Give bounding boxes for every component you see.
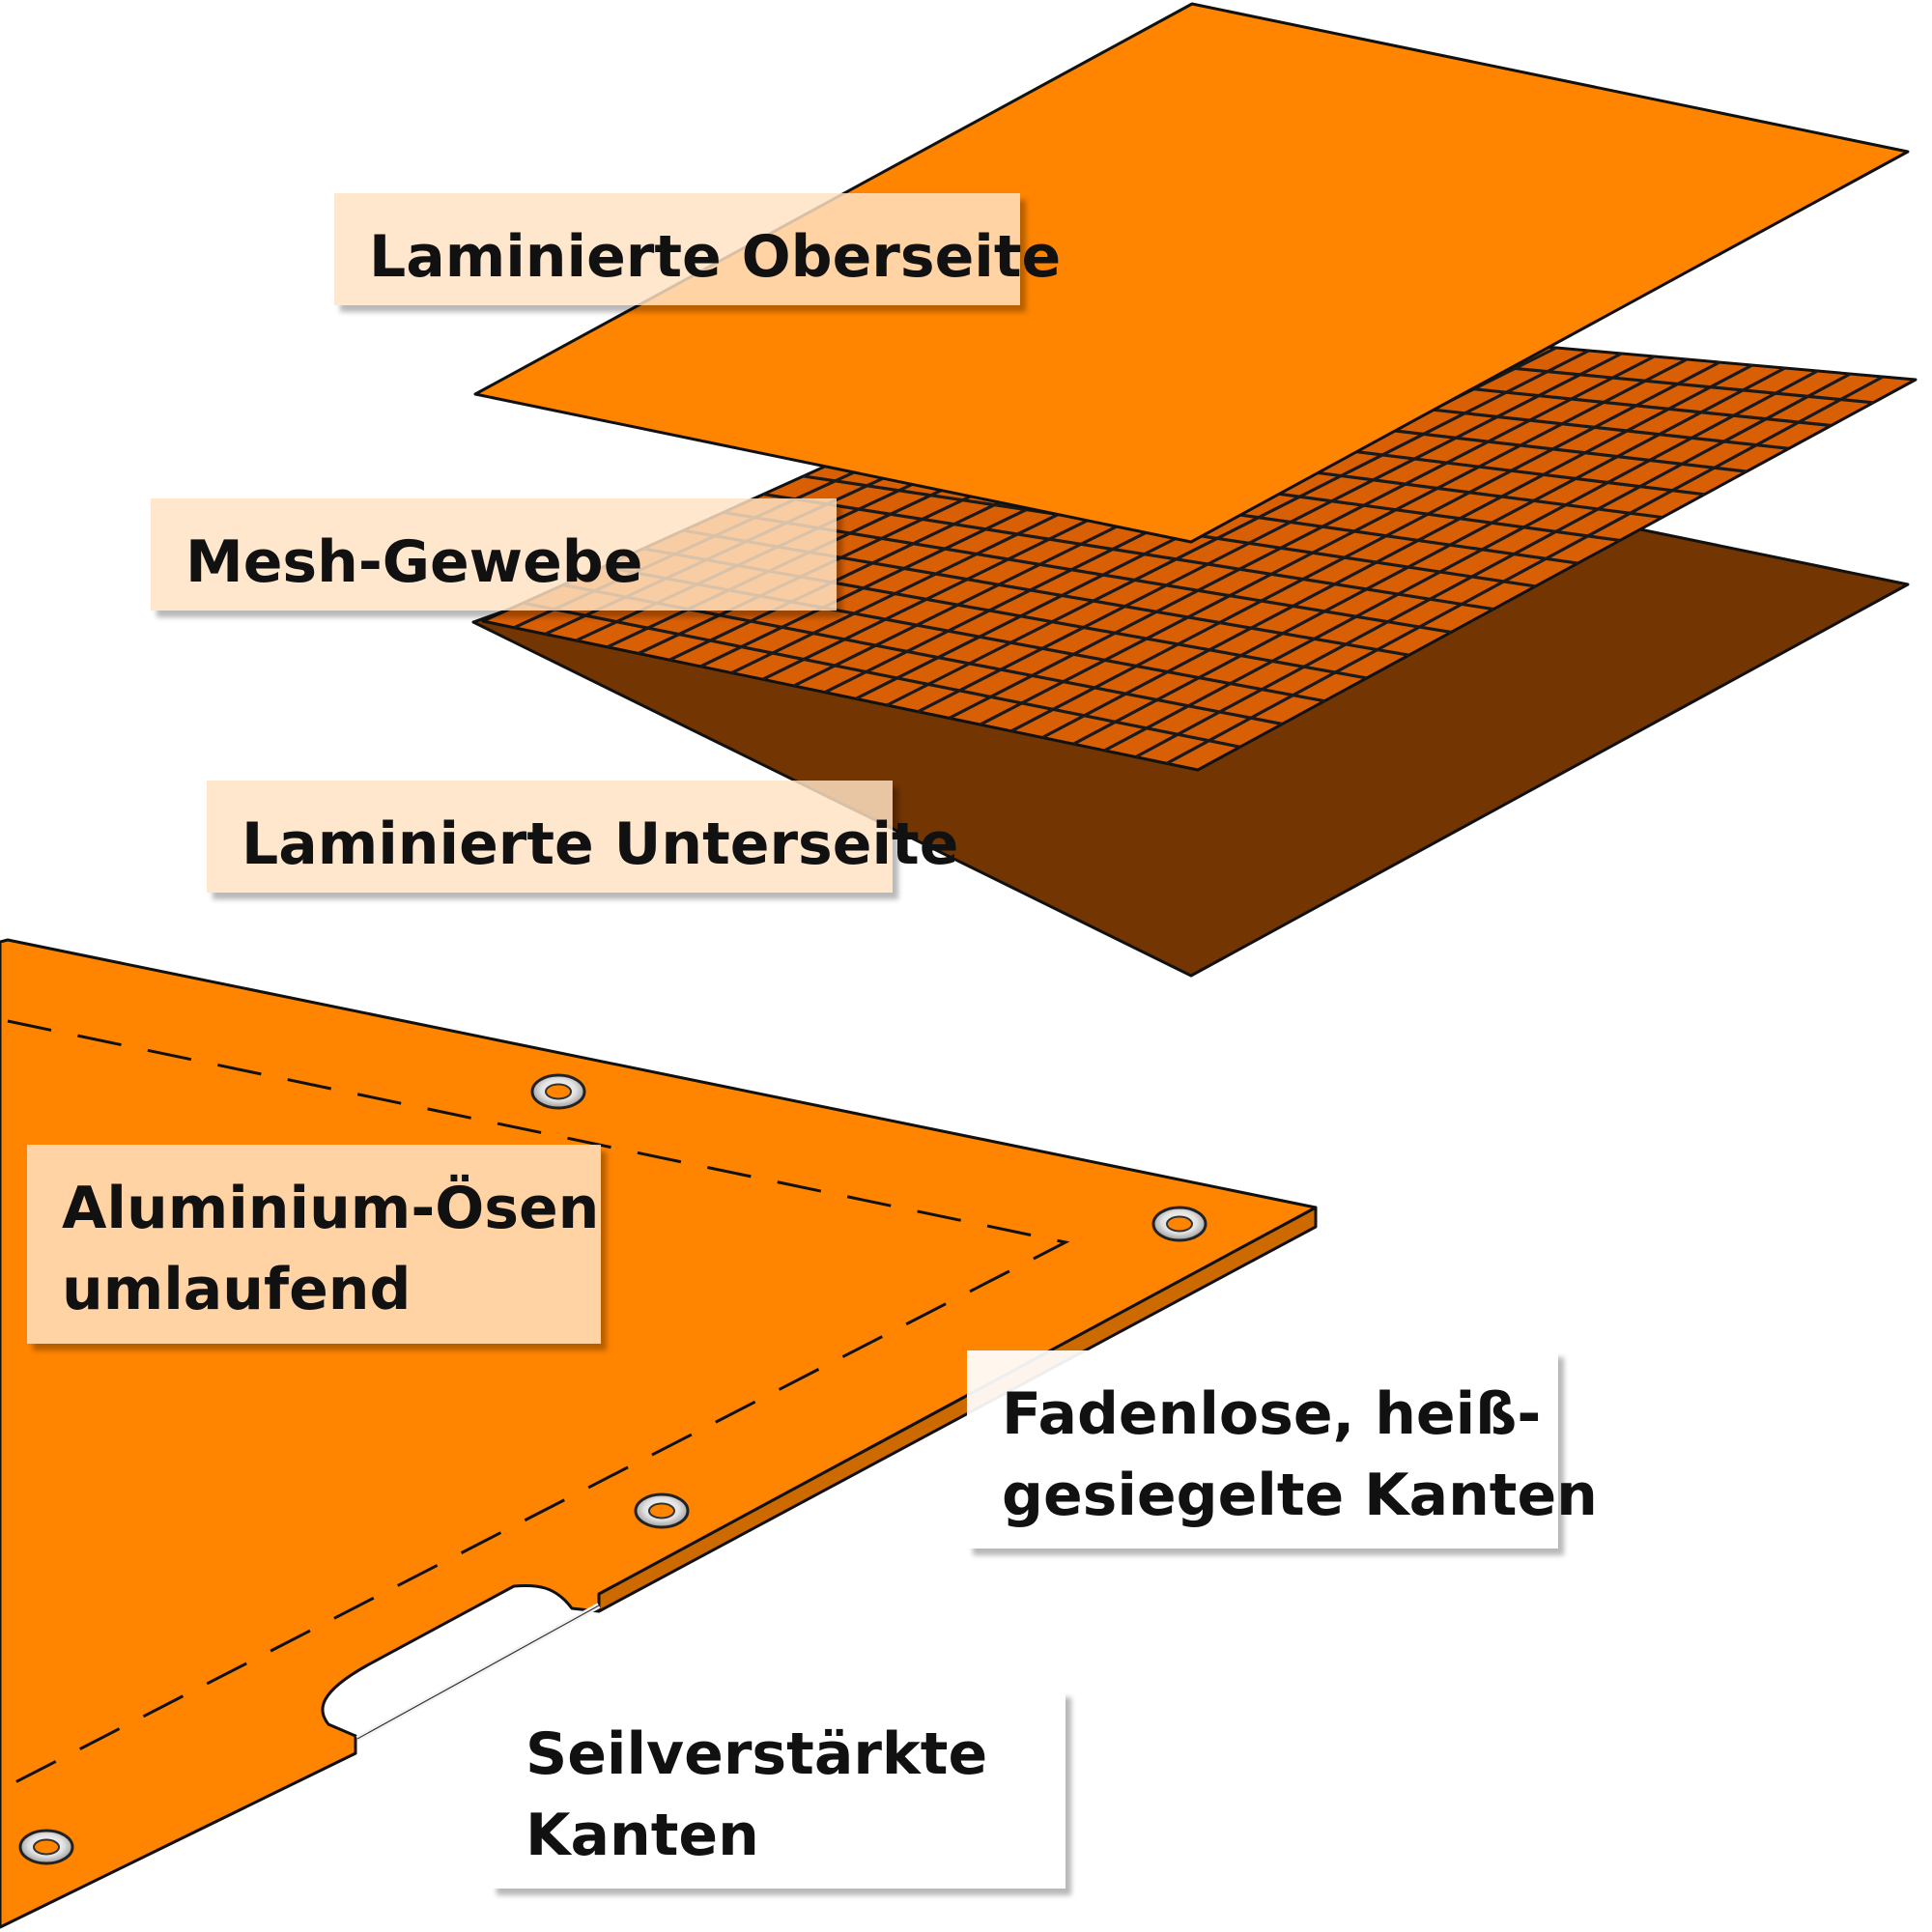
label-mesh-layer: Mesh-Gewebe [151, 498, 837, 611]
eyelet-icon [1151, 1206, 1208, 1242]
top-laminate-layer [473, 2, 1910, 544]
label-bottom-layer: Laminierte Unterseite [207, 781, 958, 893]
label-eyelets: Aluminium-Ösen umlaufend [27, 1145, 601, 1344]
label-top-layer: Laminierte Oberseite [334, 193, 1061, 305]
eyelet-icon [530, 1073, 586, 1110]
label-edges: Fadenlose, heiß- gesiegelte Kanten [967, 1350, 1598, 1548]
eyelet-icon [18, 1829, 74, 1865]
label-rope: Seilverstärkte Kanten [491, 1690, 1065, 1889]
eyelet-icon [634, 1492, 690, 1529]
